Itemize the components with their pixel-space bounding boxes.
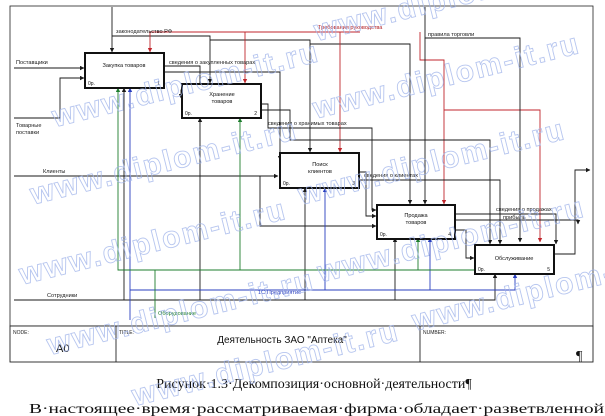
box-purchase[interactable]: Закупка товаров 0р. 1 <box>84 52 165 89</box>
box-search-title: Поиск <box>312 162 328 168</box>
label-sales-info: сведения о продажах <box>496 207 552 213</box>
box-sales-title-2: товаров <box>406 220 427 226</box>
body-paragraph: В·настоящее·время·рассматриваемая·фирма·… <box>29 402 605 416</box>
arrow-equipment <box>115 87 156 318</box>
arrow-legislation-branch <box>112 35 213 84</box>
label-equipment: Оборудование <box>158 311 196 317</box>
watermark-text-4: www.diplom-it.ru <box>309 27 584 126</box>
arrow-profit-out <box>456 219 581 225</box>
arrow-goods-supply <box>14 75 85 119</box>
box-service[interactable]: Обслуживание 0р. 5 <box>474 244 555 275</box>
idef0-frame: NODE: TITLE: NUMBER: A0 Деятельность ЗАО… <box>9 325 594 363</box>
box-sales-tag: 0р. <box>380 232 387 238</box>
arrow-box4-box5 <box>456 229 475 261</box>
box-service-title: Обслуживание <box>495 256 534 262</box>
arrow-box5-out <box>555 167 591 255</box>
box-search-num: 3 <box>352 181 355 187</box>
box-purchase-num: 1 <box>157 81 160 87</box>
label-purchased-info: сведения о закупленных товарах <box>169 60 255 66</box>
box-service-tag: 0р. <box>478 267 485 273</box>
box-purchase-tag: 0р. <box>88 81 95 87</box>
label-clients: Клиенты <box>43 169 65 175</box>
arrow-labels: законодательство РФ Требования руководст… <box>16 25 552 317</box>
arrow-management <box>147 31 360 53</box>
box-storage-tag: 0р. <box>185 111 192 117</box>
arrow-trade-rules <box>424 7 523 243</box>
box-sales-title: Продажа <box>404 213 428 219</box>
arrow-stored-info <box>262 103 377 213</box>
frame-number-label: NUMBER: <box>423 330 446 336</box>
box-search-title-2: клиентов <box>308 169 332 175</box>
arrow-staff-b5 <box>395 273 498 301</box>
box-sales-num: 4 <box>448 232 451 238</box>
arrow-clients-b <box>259 176 377 229</box>
label-suppliers: Поставщики <box>16 60 48 66</box>
frame-node-value: A0 <box>56 343 69 355</box>
arrow-software-b3 <box>430 273 518 291</box>
arrow-purchased-info-2 <box>165 71 283 161</box>
pilcrow-mark: ¶ <box>576 349 583 364</box>
watermark-text-5: www.diplom-it.ru <box>15 193 290 292</box>
label-software: 1С:Предприятие <box>258 290 301 296</box>
arrow-sales-info <box>456 213 559 245</box>
label-client-info: сведения о клиентах <box>364 173 418 179</box>
box-service-num: 5 <box>547 267 550 273</box>
box-search[interactable]: Поиск клиентов 0р. 3 <box>279 152 360 189</box>
arrow-legislation-branch-3 <box>310 43 413 205</box>
arrow-management-b5 <box>444 109 543 243</box>
arrow-stored-info-2 <box>262 109 493 245</box>
label-staff: Сотрудники <box>47 293 77 299</box>
box-storage-title: Хранение <box>209 92 234 98</box>
frame-title-label: TITLE: <box>119 330 134 336</box>
arrow-management-b4 <box>419 32 447 205</box>
box-storage[interactable]: Хранение товаров 0р. 2 <box>181 83 262 119</box>
arrow-legislation-branch-2 <box>210 39 313 153</box>
label-management: Требования руководства <box>318 25 383 31</box>
box-purchase-title: Закупка товаров <box>103 63 146 69</box>
box-storage-num: 2 <box>254 111 257 117</box>
frame-title-value: Деятельность ЗАО "Аптека" <box>217 335 347 346</box>
label-goods-supply-2: поставки <box>16 130 39 136</box>
label-goods-supply-1: Товарные <box>16 123 41 129</box>
arrow-client-info <box>360 179 503 245</box>
box-search-tag: 0р. <box>283 181 290 187</box>
label-profit: прибыль <box>503 215 526 221</box>
figure-caption: Рисунок·1.3·Декомпозиция·основной·деятел… <box>156 377 472 392</box>
label-stored-info: сведения о хранимых товарах <box>268 121 347 127</box>
label-legislation: законодательство РФ <box>116 29 172 35</box>
box-sales[interactable]: Продажа товаров 0р. 4 <box>376 204 456 240</box>
label-trade-rules: правила торговли <box>428 32 474 38</box>
box-storage-title-2: товаров <box>212 99 233 105</box>
frame-node-label: NODE: <box>13 330 29 336</box>
arrow-client-info-2 <box>360 171 377 219</box>
